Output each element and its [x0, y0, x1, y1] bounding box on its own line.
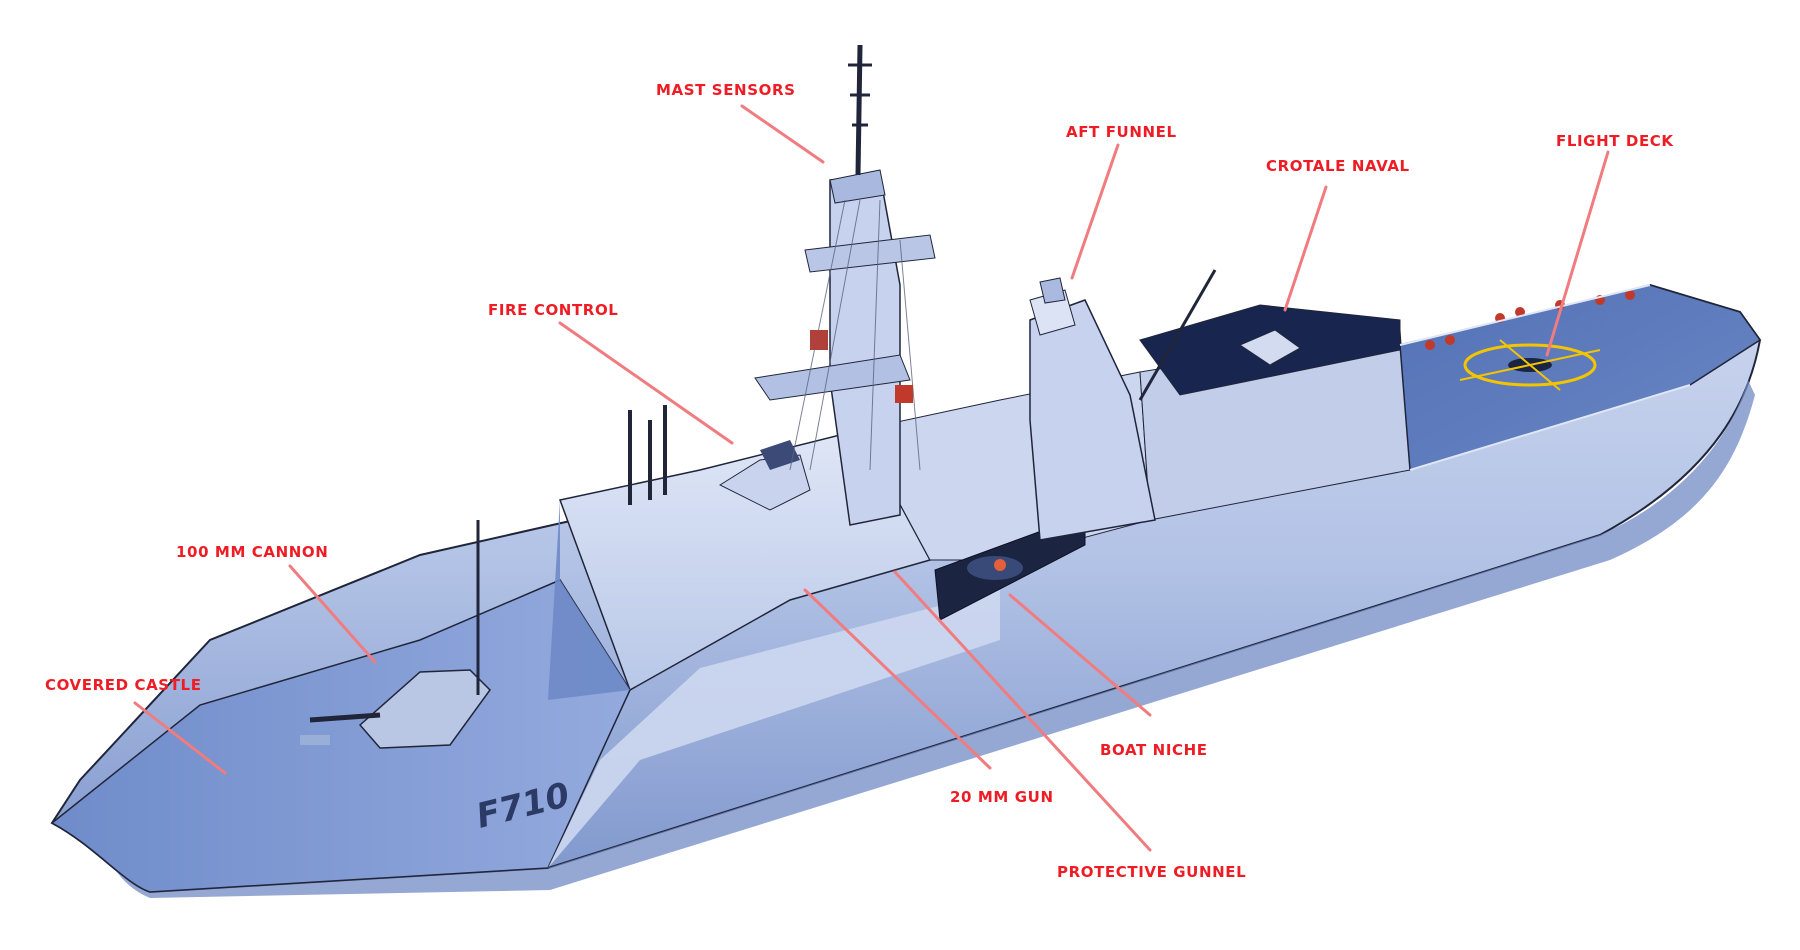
leader-protective-gunnel — [893, 570, 1152, 852]
leader-20mm-gun — [803, 588, 992, 770]
label-protective-gunnel: PROTECTIVE GUNNEL — [1057, 863, 1247, 881]
label-100mm-cannon: 100 MM CANNON — [176, 543, 329, 561]
crotale-launcher — [1238, 329, 1301, 366]
label-aft-funnel: AFT FUNNEL — [1066, 123, 1177, 141]
label-boat-niche: BOAT NICHE — [1100, 741, 1208, 759]
label-flight-deck: FLIGHT DECK — [1556, 132, 1674, 150]
label-crotale-naval: CROTALE NAVAL — [1266, 157, 1410, 175]
cannon-turret — [300, 669, 491, 749]
label-20mm-gun: 20 MM GUN — [950, 788, 1054, 806]
label-covered-castle: COVERED CASTLE — [45, 676, 202, 694]
leader-boat-niche — [1008, 593, 1152, 717]
leader-lines — [133, 104, 1610, 852]
leader-100mm-cannon — [288, 564, 377, 664]
frigate-hull: F710 — [50, 44, 1762, 898]
label-fire-control: FIRE CONTROL — [488, 301, 619, 319]
label-mast-sensors: MAST SENSORS — [656, 81, 796, 99]
helipad — [1463, 343, 1597, 387]
leader-fire-control — [558, 321, 734, 445]
aft-funnel — [1029, 299, 1156, 541]
leader-flight-deck — [1545, 150, 1610, 357]
leader-mast-sensors — [740, 104, 825, 164]
leader-aft-funnel — [1070, 143, 1120, 280]
leader-crotale-naval — [1283, 185, 1328, 312]
leader-covered-castle — [133, 701, 227, 775]
